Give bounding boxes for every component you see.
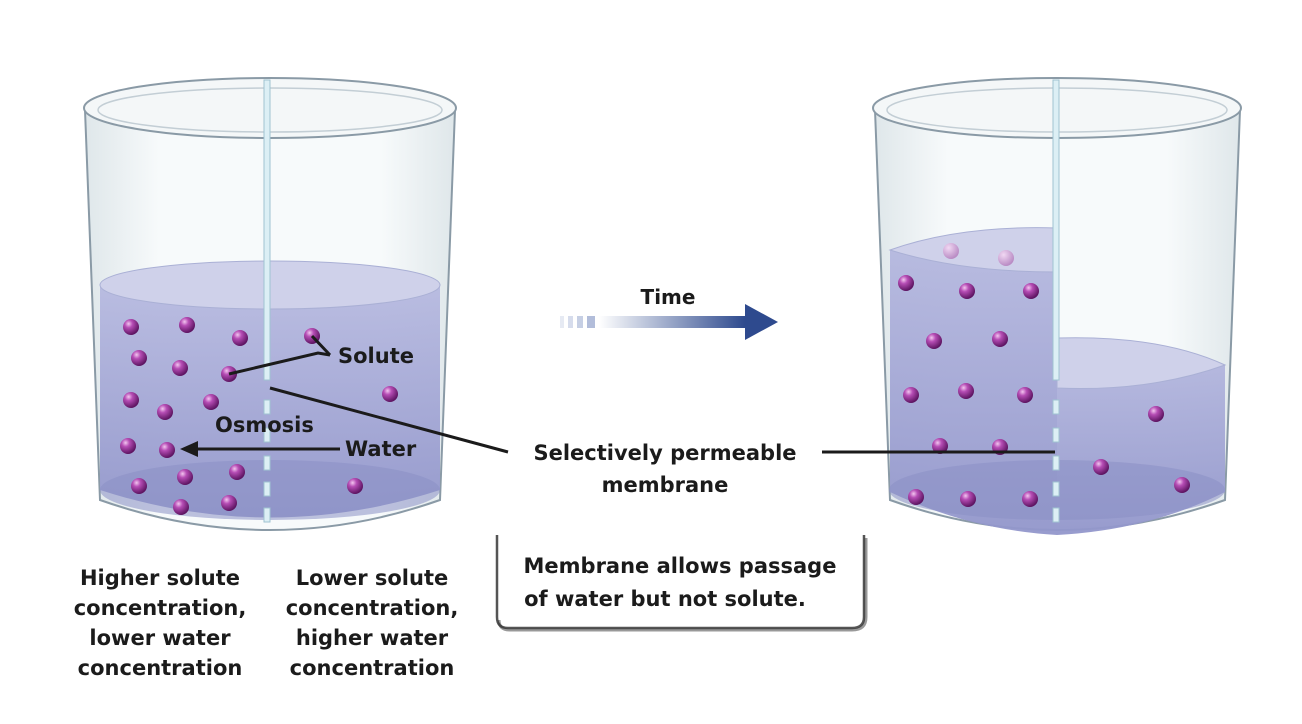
time-arrow [560,304,778,340]
solute-label: Solute [338,344,414,368]
membrane-pointer-left [269,386,509,454]
note-box [495,535,868,632]
right-caption-line-1: Lower solute [296,566,448,590]
left-caption-line-4: concentration [78,656,243,680]
left-caption-line-3: lower water [89,626,231,650]
left-solutes [120,317,398,515]
right-left-water-body [890,231,1057,535]
membrane-label-line2: membrane [602,473,729,497]
right-caption-line-4: concentration [290,656,455,680]
right-caption-line-2: concentration, [286,596,459,620]
right-right-water-surface [1056,337,1227,390]
right-beaker [872,77,1242,535]
membrane-label-line1: Selectively permeable [533,441,796,465]
left-caption-line-1: Higher solute [80,566,240,590]
solute-pointer [228,334,332,376]
right-side-caption: Lower solute concentration, higher water… [286,566,459,680]
note-line-1: Membrane allows passage [524,554,837,578]
right-solutes-faint [943,243,1014,266]
osmosis-arrow [180,441,340,457]
right-membrane [1052,79,1060,523]
note-line-2: of water but not solute. [524,587,806,611]
time-label: Time [641,285,696,309]
left-side-caption: Higher solute concentration, lower water… [74,566,247,680]
left-caption-line-2: concentration, [74,596,247,620]
osmosis-label: Osmosis [215,413,314,437]
left-membrane [263,79,271,523]
left-beaker [83,77,457,531]
right-caption-line-3: higher water [296,626,449,650]
water-label: Water [345,437,417,461]
